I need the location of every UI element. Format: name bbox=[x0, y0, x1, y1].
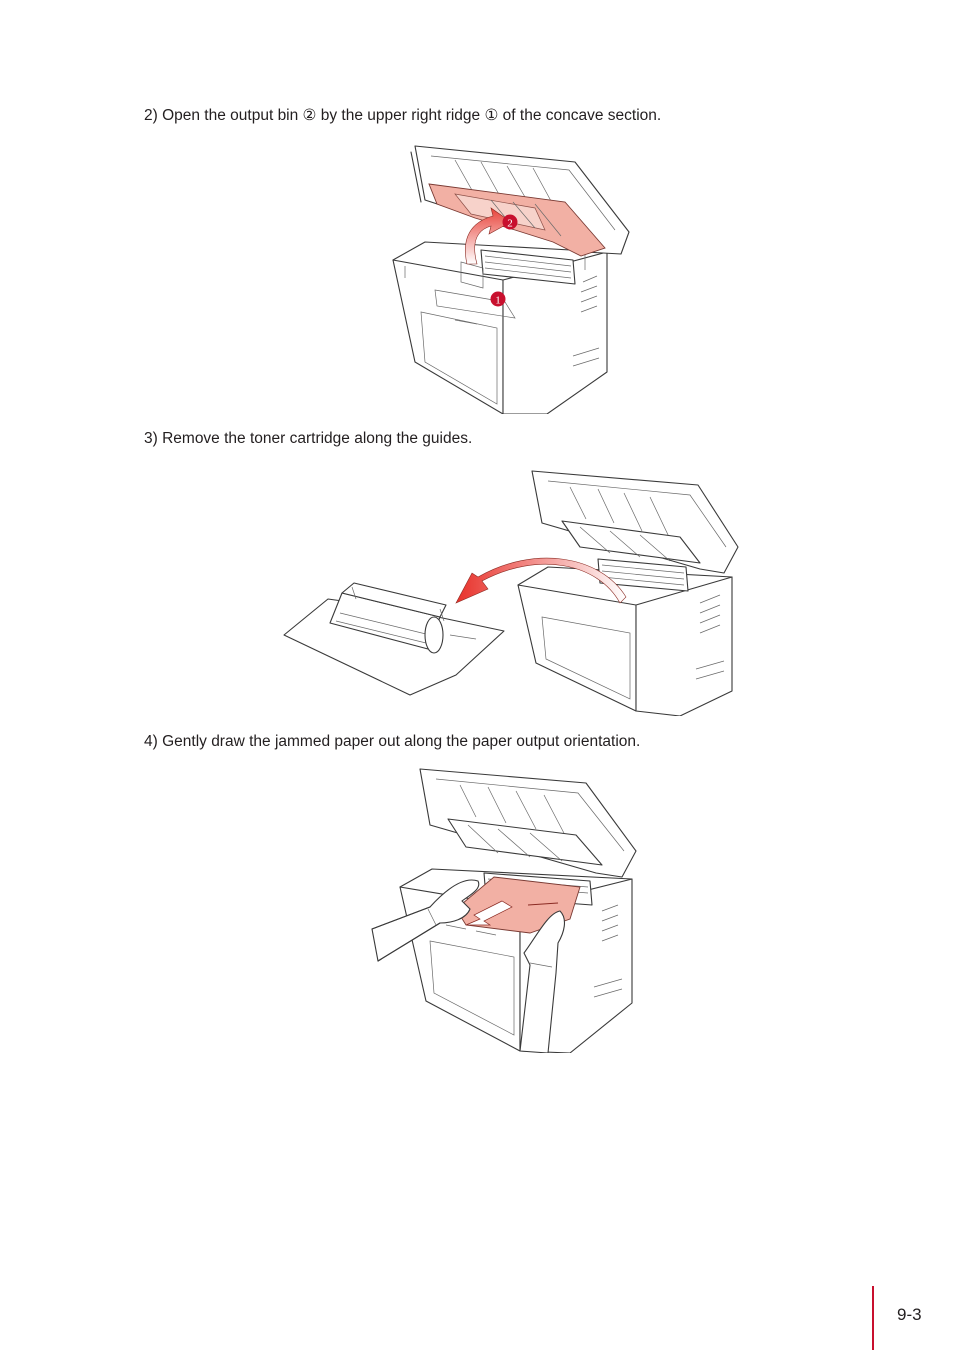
figure-draw-out-jammed-paper bbox=[370, 765, 652, 1053]
printer-open-output-bin-illustration: 2 1 bbox=[392, 145, 630, 414]
step-4-instruction: 4) Gently draw the jammed paper out alon… bbox=[144, 733, 641, 750]
page-divider-bar bbox=[872, 1286, 874, 1350]
callout-2-label: 2 bbox=[507, 218, 513, 230]
printer-remove-toner-illustration bbox=[283, 470, 739, 716]
callout-1-label: 1 bbox=[495, 295, 501, 307]
callout-1-marker bbox=[490, 291, 506, 307]
page-number: 9-3 bbox=[897, 1305, 922, 1324]
pull-direction-arrow-icon bbox=[465, 900, 513, 926]
removal-arrow-icon bbox=[455, 557, 627, 604]
callout-2-marker bbox=[502, 214, 518, 230]
step-2-instruction: 2) Open the output bin ② by the upper ri… bbox=[144, 107, 662, 124]
printer-remove-jammed-paper-illustration bbox=[371, 768, 637, 1053]
step-3-instruction: 3) Remove the toner cartridge along the … bbox=[144, 430, 473, 447]
figure-open-output-bin: 2 1 bbox=[385, 142, 635, 414]
figure-remove-toner-cartridge bbox=[280, 463, 740, 716]
